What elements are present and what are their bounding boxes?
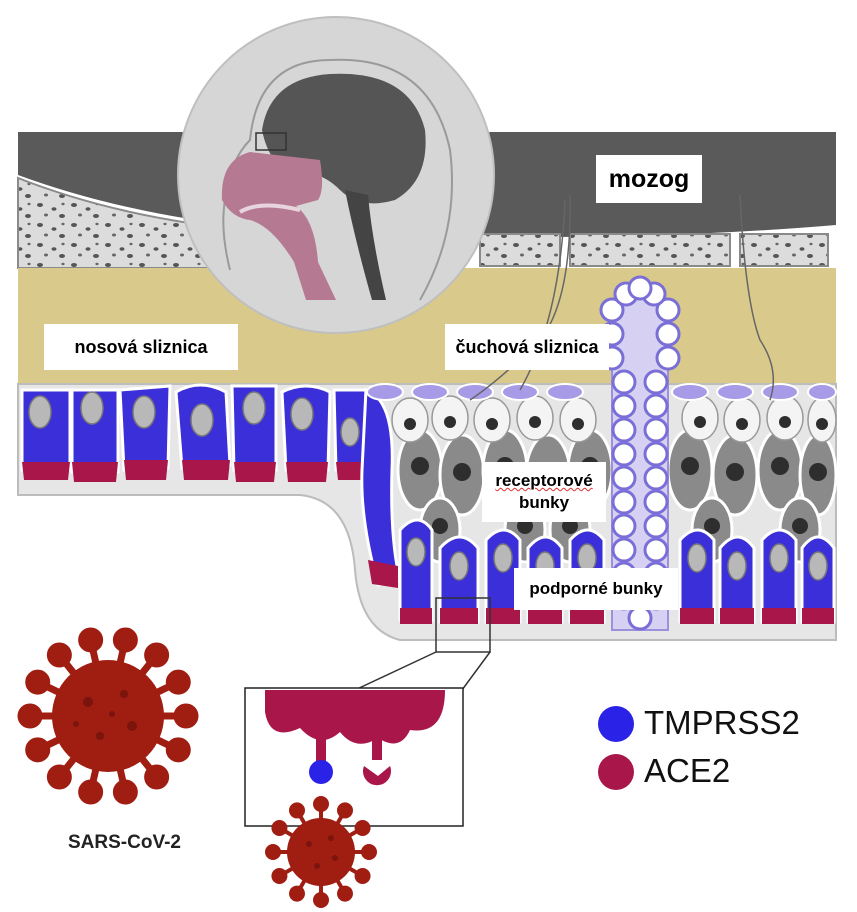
virus-large-icon: [17, 627, 199, 805]
legend-tmprss2-label: TMPRSS2: [644, 704, 800, 741]
olfactory-gland: [599, 275, 681, 631]
receptor-cells-label-line2: bunky: [518, 493, 570, 512]
respiratory-epithelium-cells: [20, 383, 402, 588]
receptor-cells-label: receptorové bunky: [482, 462, 606, 522]
legend-ace2-label: ACE2: [644, 752, 731, 789]
tmprss2-swatch: [598, 706, 634, 742]
support-cells-label: podporné bunky: [514, 568, 678, 610]
nasal-mucosa-label: nosová sliznica: [44, 324, 238, 370]
support-cells: [398, 518, 836, 624]
olfactory-mucosa-label: čuchová sliznica: [445, 324, 609, 370]
receptor-zoom-inset: [244, 597, 491, 827]
receptor-cells-label-line1: receptorové: [495, 470, 593, 490]
virus-label: SARS-CoV-2: [68, 832, 181, 853]
ace2-swatch: [598, 754, 634, 790]
virus-small-icon: [265, 796, 377, 908]
head-inset: [177, 16, 495, 334]
brain-label: mozog: [596, 155, 702, 203]
